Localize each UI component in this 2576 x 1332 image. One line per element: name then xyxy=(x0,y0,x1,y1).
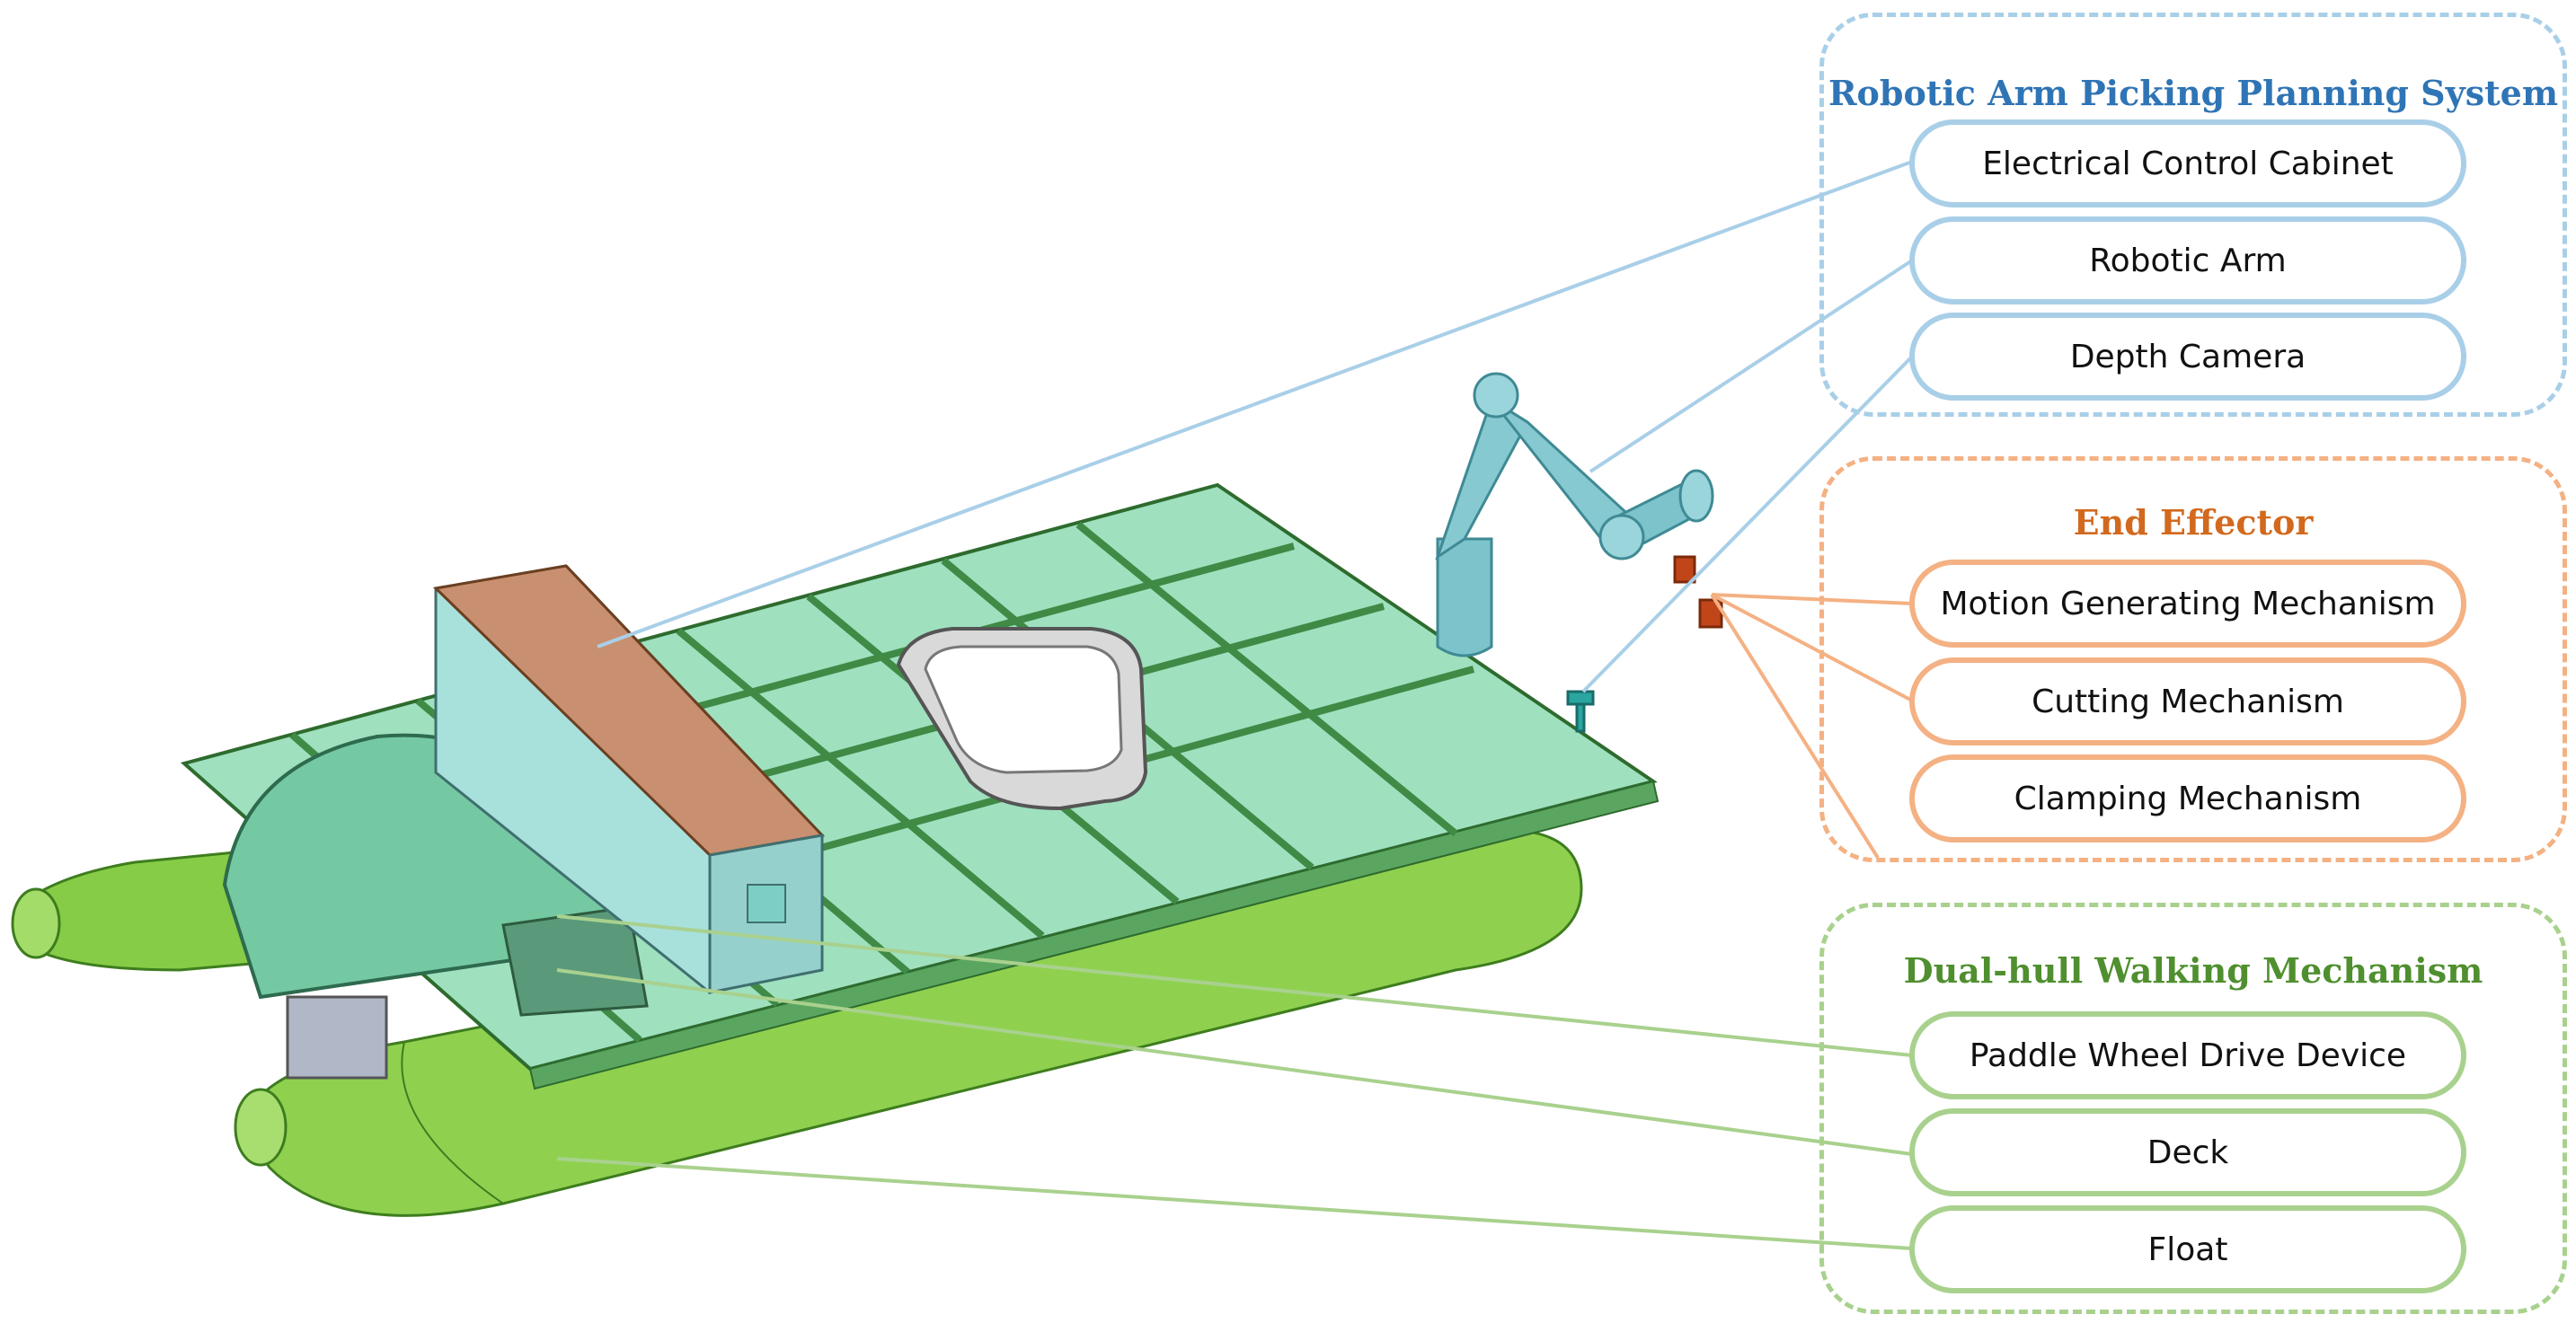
group-title-end-effector: End Effector xyxy=(2073,502,2314,543)
group-end-effector: End Effector xyxy=(1819,456,2567,862)
group-dual-hull-walking: Dual-hull Walking Mechanism xyxy=(1819,903,2567,1314)
deck-cutout xyxy=(896,627,1148,811)
depth-camera xyxy=(1566,690,1595,733)
label-deck: Deck xyxy=(1909,1108,2466,1196)
group-title-dual-hull-walking: Dual-hull Walking Mechanism xyxy=(1903,950,2483,991)
label-motion-generating-mechanism: Motion Generating Mechanism xyxy=(1909,560,2466,648)
label-float: Float xyxy=(1909,1205,2466,1293)
label-paddle-wheel-drive-device: Paddle Wheel Drive Device xyxy=(1909,1011,2466,1099)
label-cutting-mechanism: Cutting Mechanism xyxy=(1909,657,2466,745)
robot-arm xyxy=(1435,372,1714,657)
electrical-cabinet xyxy=(432,564,826,995)
group-robotic-arm-system: Robotic Arm Picking Planning System xyxy=(1819,13,2567,417)
label-robotic-arm: Robotic Arm xyxy=(1909,216,2466,304)
label-depth-camera: Depth Camera xyxy=(1909,313,2466,401)
label-clamping-mechanism: Clamping Mechanism xyxy=(1909,754,2466,842)
label-electrical-control-cabinet: Electrical Control Cabinet xyxy=(1909,119,2466,207)
group-title-robotic-arm-system: Robotic Arm Picking Planning System xyxy=(1828,73,2559,113)
end-effector xyxy=(1673,555,1723,629)
